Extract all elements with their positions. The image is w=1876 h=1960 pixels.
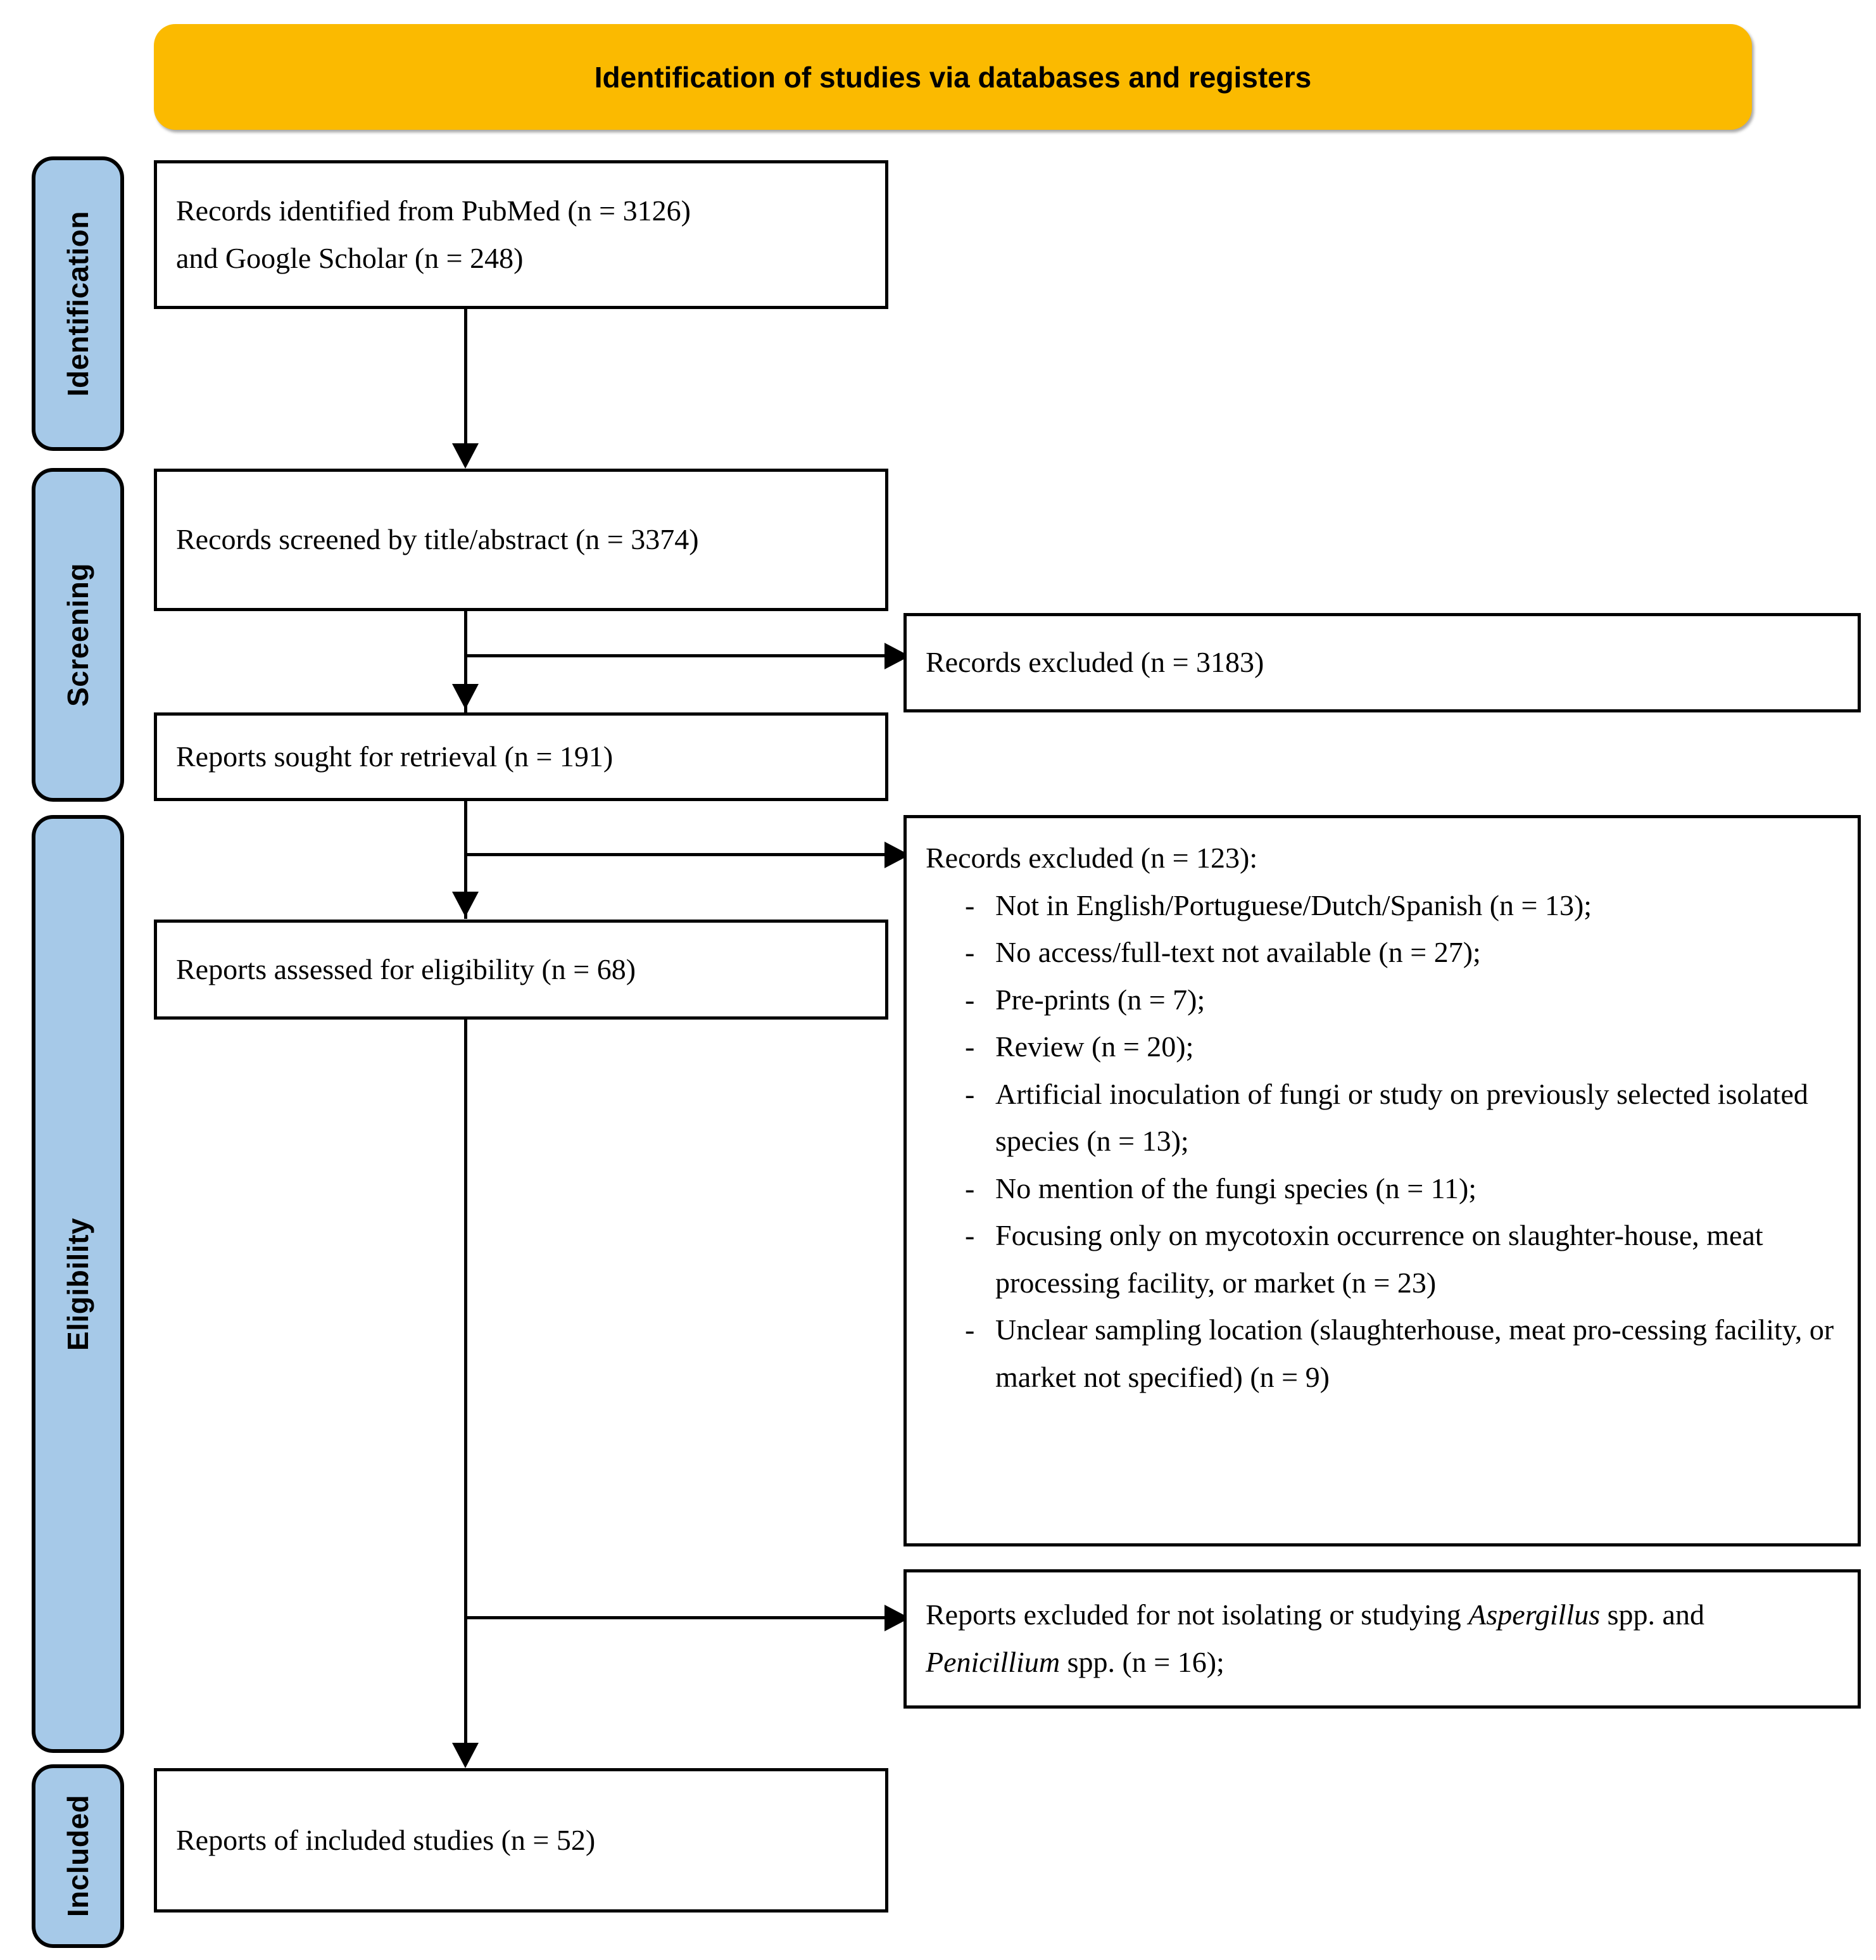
connector-screened-to-excluded [464,654,887,657]
box-records-identified-line1: Records identified from PubMed (n = 3126… [176,194,691,227]
exclusion-reason-text: Not in English/Portuguese/Dutch/Spanish … [995,888,1592,921]
diagram-header-banner: Identification of studies via databases … [154,24,1752,130]
exclusion-reason-text: Unclear sampling location (slaughterhous… [995,1313,1834,1393]
exclusion-reason-text: Artificial inoculation of fungi or study… [995,1077,1808,1158]
connector-assessed-to-included [464,1020,467,1764]
arrow-screened-to-sought [452,684,479,709]
list-item: - Artificial inoculation of fungi or stu… [926,1071,1839,1165]
box-reports-sought-line1: Reports sought for retrieval (n = 191) [176,740,614,773]
exclusion-reason-text: Review (n = 20); [995,1030,1194,1063]
bullet-dash-icon: - [965,1077,975,1110]
excluded-species-part3: spp. (n = 16); [1060,1646,1224,1678]
connector-sought-to-assessed [464,801,467,919]
list-item: - Unclear sampling location (slaughterho… [926,1306,1839,1401]
excluded-species-genus-penicillium: Penicillium [926,1646,1061,1678]
stage-label-screening: Screening [61,563,94,707]
arrow-identified-to-screened [452,443,479,469]
excluded-species-part1: Reports excluded for not isolating or st… [926,1598,1469,1631]
box-reports-excluded-species-text: Reports excluded for not isolating or st… [926,1591,1839,1686]
list-item: - Review (n = 20); [926,1023,1839,1071]
box-records-identified: Records identified from PubMed (n = 3126… [154,160,888,309]
box-reports-assessed-line1: Reports assessed for eligibility (n = 68… [176,952,636,985]
bullet-dash-icon: - [965,1030,975,1063]
bullet-dash-icon: - [965,983,975,1016]
connector-screened-to-sought [464,611,467,712]
exclusion-reason-text: No mention of the fungi species (n = 11)… [995,1172,1477,1204]
bullet-dash-icon: - [965,1313,975,1346]
connector-identified-to-screened [464,308,467,446]
arrow-assessed-to-included [452,1743,479,1768]
connector-assessed-to-excluded-species [464,1616,887,1619]
box-reports-included: Reports of included studies (n = 52) [154,1768,888,1913]
list-item: - No access/full-text not available (n =… [926,929,1839,977]
bullet-dash-icon: - [965,888,975,921]
list-item: - Not in English/Portuguese/Dutch/Spanis… [926,882,1839,930]
stage-bar-identification: Identification [32,156,124,451]
box-reports-excluded-species: Reports excluded for not isolating or st… [903,1569,1861,1709]
box-records-screened: Records screened by title/abstract (n = … [154,469,888,611]
stage-label-identification: Identification [61,210,94,397]
stage-label-eligibility: Eligibility [61,1217,94,1351]
page-title: Identification of studies via databases … [594,60,1312,94]
excluded-species-genus-aspergillus: Aspergillus [1468,1598,1601,1631]
list-item: - Focusing only on mycotoxin occurrence … [926,1212,1839,1306]
exclusion-reason-text: Pre-prints (n = 7); [995,983,1206,1016]
bullet-dash-icon: - [965,1219,975,1252]
list-item: - Pre-prints (n = 7); [926,977,1839,1024]
box-reports-included-line1: Reports of included studies (n = 52) [176,1823,596,1856]
stage-bar-included: Included [32,1764,124,1948]
excluded-species-part2: spp. and [1600,1598,1704,1631]
stage-bar-screening: Screening [32,468,124,802]
exclusion-reason-text: No access/full-text not available (n = 2… [995,936,1481,969]
stage-label-included: Included [61,1795,94,1918]
arrow-sought-to-assessed [452,892,479,917]
box-reports-sought: Reports sought for retrieval (n = 191) [154,712,888,801]
box-reports-assessed: Reports assessed for eligibility (n = 68… [154,920,888,1020]
exclusion-reason-text: Focusing only on mycotoxin occurrence on… [995,1219,1763,1299]
exclusion-reason-list: - Not in English/Portuguese/Dutch/Spanis… [926,882,1839,1401]
box-records-excluded-eligibility-heading: Records excluded (n = 123): [926,842,1258,874]
box-records-excluded-eligibility: Records excluded (n = 123): - Not in Eng… [903,815,1861,1546]
connector-sought-to-excluded-eligibility [464,853,887,856]
box-records-excluded-screening-line1: Records excluded (n = 3183) [926,646,1264,679]
list-item: - No mention of the fungi species (n = 1… [926,1165,1839,1213]
bullet-dash-icon: - [965,936,975,969]
bullet-dash-icon: - [965,1172,975,1204]
stage-bar-eligibility: Eligibility [32,815,124,1753]
box-records-excluded-screening: Records excluded (n = 3183) [903,613,1861,712]
box-records-identified-line2: and Google Scholar (n = 248) [176,241,524,274]
box-records-screened-line1: Records screened by title/abstract (n = … [176,523,699,556]
